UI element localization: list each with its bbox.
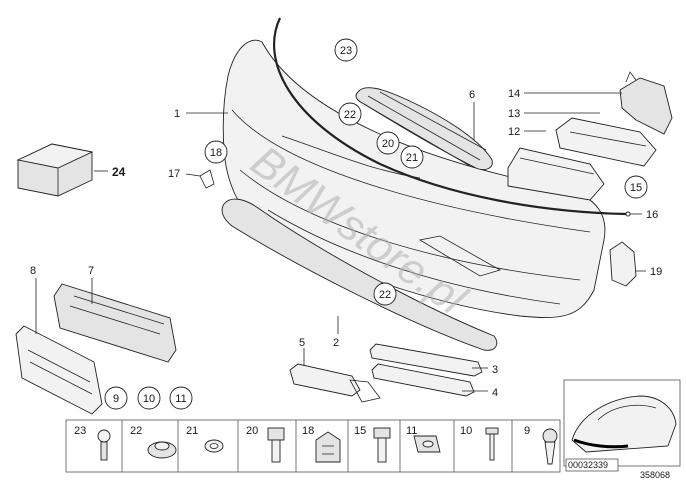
legend-label-15: 15 bbox=[354, 425, 366, 437]
circle-label-11: 11 bbox=[169, 386, 193, 410]
part-2-spoiler bbox=[221, 198, 498, 351]
callout-2: 2 bbox=[333, 337, 339, 349]
clip-nut-11-icon bbox=[413, 435, 441, 453]
legend-label-23: 23 bbox=[74, 425, 86, 437]
circle-label-23: 23 bbox=[334, 38, 358, 62]
callout-3: 3 bbox=[492, 364, 498, 376]
legend-label-20: 20 bbox=[246, 425, 258, 437]
washer-21-icon bbox=[204, 439, 224, 453]
part-16-trim-strip bbox=[272, 17, 627, 216]
part-3-strip bbox=[369, 343, 483, 377]
callout-1: 1 bbox=[174, 108, 180, 120]
circle-label-10: 10 bbox=[137, 386, 161, 410]
circle-label-9: 9 bbox=[104, 386, 128, 410]
callout-6: 6 bbox=[469, 89, 475, 101]
callout-8: 8 bbox=[30, 265, 36, 277]
rivet-10-icon bbox=[485, 427, 499, 461]
part-6-grille bbox=[355, 87, 493, 171]
callout-14: 14 bbox=[508, 88, 520, 100]
bolt-20-icon bbox=[267, 427, 285, 463]
svg-text:9: 9 bbox=[113, 393, 119, 405]
callout-7: 7 bbox=[88, 265, 94, 277]
part-24-box bbox=[16, 143, 94, 197]
callout-13: 13 bbox=[508, 108, 520, 120]
part-12-cover bbox=[507, 147, 605, 201]
circle-label-21: 21 bbox=[400, 145, 424, 169]
svg-text:22: 22 bbox=[379, 289, 391, 301]
callout-4: 4 bbox=[492, 387, 498, 399]
inset-code: 00032339 bbox=[568, 460, 608, 470]
circle-label-22-bottom: 22 bbox=[373, 282, 397, 306]
legend-label-11: 11 bbox=[406, 425, 417, 437]
legend-label-22: 22 bbox=[130, 425, 142, 437]
clip-18-icon bbox=[315, 431, 341, 463]
svg-text:18: 18 bbox=[210, 147, 222, 159]
callout-12: 12 bbox=[508, 126, 520, 138]
svg-text:15: 15 bbox=[630, 182, 642, 194]
part-4-strip bbox=[371, 363, 475, 397]
part-19-bracket bbox=[609, 241, 637, 287]
callout-16: 16 bbox=[646, 209, 658, 221]
circle-label-22-top: 22 bbox=[338, 102, 362, 126]
screw-23-icon bbox=[97, 429, 111, 461]
circle-label-20: 20 bbox=[376, 131, 400, 155]
fastener-legend: 23 22 21 20 18 15 11 10 9 bbox=[65, 419, 561, 473]
nut-22-icon bbox=[147, 441, 177, 459]
circle-label-18: 18 bbox=[204, 140, 228, 164]
callout-24: 24 bbox=[112, 165, 126, 179]
legend-label-10: 10 bbox=[460, 425, 472, 437]
circle-label-15: 15 bbox=[624, 175, 648, 199]
svg-text:11: 11 bbox=[175, 393, 186, 405]
callout-17: 17 bbox=[168, 168, 180, 180]
callout-19: 19 bbox=[650, 266, 662, 278]
svg-text:20: 20 bbox=[382, 138, 394, 150]
svg-text:10: 10 bbox=[143, 393, 155, 405]
legend-label-21: 21 bbox=[186, 425, 198, 437]
svg-text:21: 21 bbox=[406, 152, 418, 164]
part-13-cover bbox=[555, 117, 657, 167]
part-8-plate-holder bbox=[15, 325, 103, 415]
diagram-number: 358068 bbox=[640, 470, 670, 480]
callout-5: 5 bbox=[299, 337, 305, 349]
vehicle-inset: 00032339 bbox=[563, 379, 681, 472]
screw-15-icon bbox=[373, 427, 391, 463]
expansion-rivet-9-icon bbox=[542, 428, 558, 465]
legend-label-18: 18 bbox=[302, 425, 314, 437]
svg-text:23: 23 bbox=[340, 45, 352, 57]
part-7-plate-base bbox=[53, 283, 177, 363]
part-17-clip bbox=[199, 169, 215, 189]
legend-label-9: 9 bbox=[524, 425, 530, 437]
svg-text:22: 22 bbox=[344, 109, 356, 121]
part-14-cover bbox=[619, 71, 673, 135]
part-5-strip bbox=[289, 363, 361, 397]
